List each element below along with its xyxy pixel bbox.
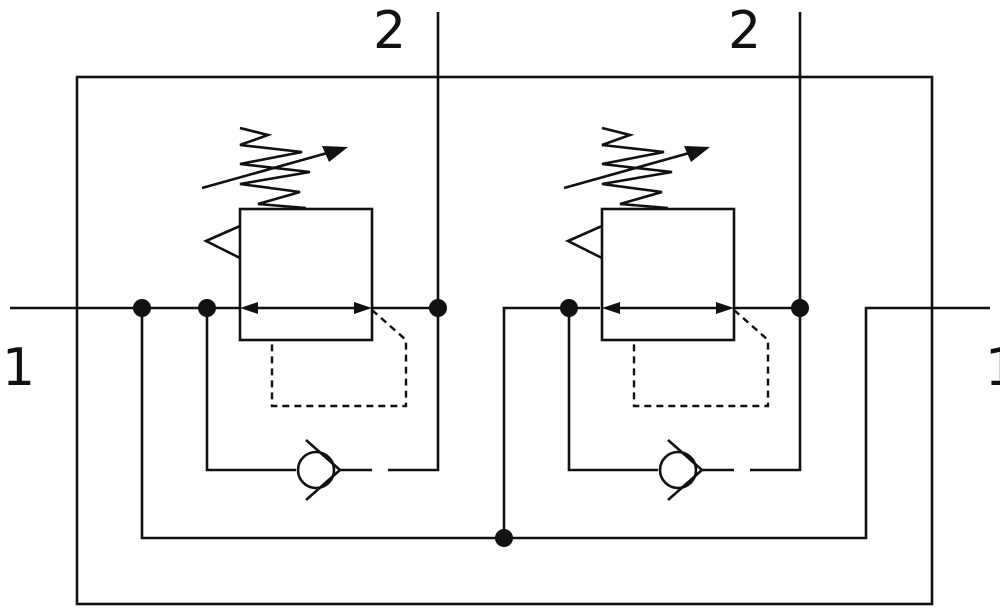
regulator-valve-body xyxy=(600,207,736,342)
port-label-2-right: 2 xyxy=(728,1,761,61)
bypass-line-right xyxy=(750,308,802,472)
adjust-arrow-line xyxy=(201,148,339,190)
check-valve-ball xyxy=(658,450,698,490)
bypass-line-left xyxy=(567,308,658,472)
junction-dot xyxy=(198,299,216,317)
pilot-triangle xyxy=(202,224,241,260)
pilot-dashed-line xyxy=(270,309,408,408)
pilot-dashed-line xyxy=(632,309,770,408)
flow-arrowhead-right xyxy=(354,302,372,314)
port-label-1-left: 1 xyxy=(2,338,35,398)
manifold-line-center xyxy=(502,306,600,538)
bypass-line-left xyxy=(205,308,296,472)
housing-outline xyxy=(75,75,934,606)
bypass-line-right xyxy=(388,308,440,472)
junction-dot xyxy=(429,299,447,317)
regulator-unit-left xyxy=(10,12,447,501)
junction-dot xyxy=(791,299,809,317)
manifold-line-lower xyxy=(140,306,990,540)
port-label-2-left: 2 xyxy=(373,1,406,61)
junction-dot xyxy=(560,299,578,317)
adjust-arrowhead xyxy=(322,146,348,162)
flow-arrowhead-right xyxy=(716,302,734,314)
check-valve-ball xyxy=(296,450,336,490)
port-label-1-right: 1 xyxy=(985,338,1000,398)
junction-dot xyxy=(495,529,513,547)
regulator-unit-right xyxy=(560,12,809,501)
flow-arrowhead-left xyxy=(602,302,620,314)
adjust-arrowhead xyxy=(684,146,710,162)
flow-arrowhead-left xyxy=(240,302,258,314)
pilot-triangle xyxy=(564,224,603,260)
regulator-valve-body xyxy=(238,207,374,342)
adjust-arrow-line xyxy=(563,148,701,190)
